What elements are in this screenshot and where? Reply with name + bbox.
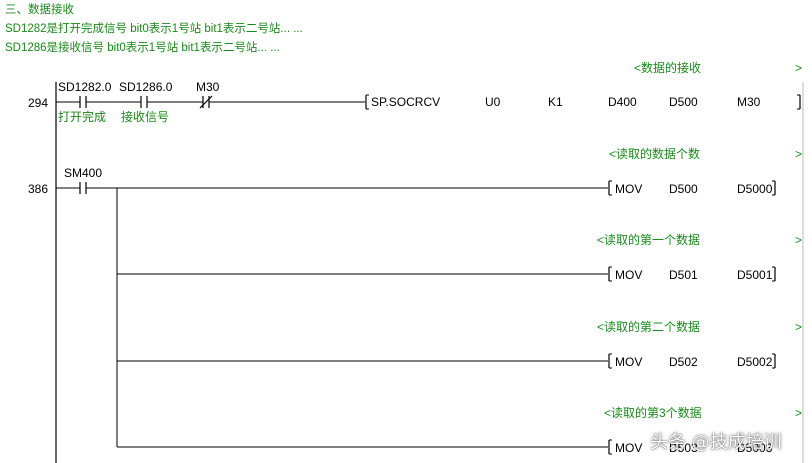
mov-row-4-comment-end: > [795,406,803,420]
mov-row-2-dst[interactable]: D5001 [737,268,773,282]
watermark-text: 头条 @技成培训 [650,432,782,453]
comment-line-sd1286: SD1286是接收信号 bit0表示1号站 bit1表示二号站... ... [5,42,280,54]
mov-row-1-src[interactable]: D500 [669,182,698,196]
mov-row-3-comment: <读取的第二个数据 [597,320,701,334]
instruction-socrcv-arg4[interactable]: D500 [669,95,698,109]
mov-row-2-src[interactable]: D501 [669,268,698,282]
mov-row-3-src[interactable]: D502 [669,355,698,369]
contact-sd1286-label: 接收信号 [121,110,170,124]
mov-row-2-op[interactable]: MOV [615,268,643,282]
contact-sd1282-device[interactable]: SD1282.0 [58,80,112,94]
step-number-386: 386 [28,182,49,196]
section-title: 三、数据接收 [5,4,74,16]
mov-row-3-op[interactable]: MOV [615,355,643,369]
instruction-socrcv-arg2[interactable]: K1 [548,95,563,109]
instruction-socrcv-op[interactable]: SP.SOCRCV [371,95,441,109]
rung-294-graphics [56,94,801,110]
contact-sd1282-label: 打开完成 [58,110,107,124]
contact-sm400-device[interactable]: SM400 [64,166,103,180]
instruction-socrcv-arg5[interactable]: M30 [737,95,761,109]
mov-row-4-src[interactable]: D503 [669,441,698,455]
contact-sd1286-device[interactable]: SD1286.0 [119,80,173,94]
mov-row-1-op[interactable]: MOV [615,182,643,196]
contact-m30-device[interactable]: M30 [196,80,220,94]
instruction-socrcv-arg3[interactable]: D400 [608,95,637,109]
mov-row-4-dst[interactable]: D5003 [737,441,773,455]
rung-294-comment: <数据的接收 [634,61,702,75]
mov-row-3-dst[interactable]: D5002 [737,355,773,369]
mov-row-2-comment-end: > [795,233,803,247]
mov-row-1-comment-end: > [795,147,803,161]
mov-row-1-comment: <读取的数据个数 [609,147,701,161]
mov-row-3-comment-end: > [795,320,803,334]
mov-row-1-dst[interactable]: D5000 [737,182,773,196]
mov-row-2-comment: <读取的第一个数据 [597,233,701,247]
instruction-socrcv-arg1[interactable]: U0 [485,95,501,109]
mov-row-4-comment: <读取的第3个数据 [604,406,702,420]
rung-386-graphics [56,180,776,455]
mov-row-4-op[interactable]: MOV [615,441,643,455]
comment-line-sd1282: SD1282是打开完成信号 bit0表示1号站 bit1表示二号站... ... [5,23,303,35]
step-number-294: 294 [28,96,49,110]
rung-294-comment-end: > [795,61,803,75]
